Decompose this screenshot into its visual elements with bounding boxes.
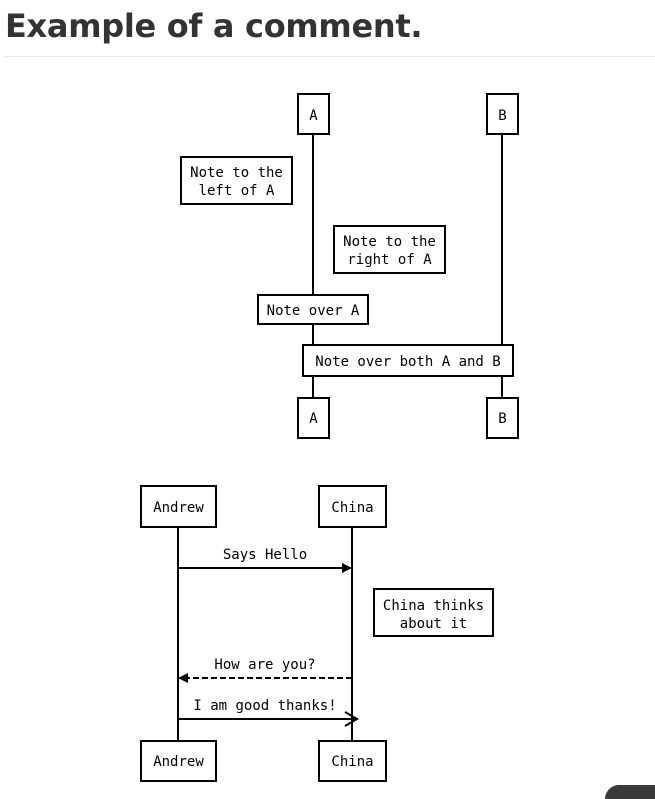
message-says-hello-label: Says Hello <box>223 547 307 563</box>
note-left-of-a: Note to the left of A <box>180 156 293 205</box>
note-china-thinks-line2: about it <box>400 616 467 632</box>
participant-a-bottom-label: A <box>309 411 318 427</box>
participant-andrew-top-label: Andrew <box>153 500 204 516</box>
participant-b-bottom: B <box>486 397 519 439</box>
participant-b-top: B <box>486 93 519 135</box>
participant-china-bottom-label: China <box>331 754 373 770</box>
participant-andrew-top: Andrew <box>140 485 217 528</box>
message-i-am-good-label: I am good thanks! <box>193 698 336 714</box>
note-left-of-a-line1: Note to the <box>190 165 283 181</box>
participant-china-bottom: China <box>318 740 387 782</box>
participant-a-top: A <box>297 93 330 135</box>
note-right-of-a-line2: right of A <box>347 252 432 268</box>
note-china-thinks: China thinks about it <box>373 588 494 637</box>
note-right-of-a: Note to the right of A <box>333 225 446 274</box>
participant-a-bottom: A <box>297 397 330 439</box>
message-i-am-good-arrowhead <box>344 711 359 727</box>
message-says-hello: Says Hello <box>178 547 352 573</box>
note-over-a-line1: Note over A <box>267 303 360 319</box>
note-china-thinks-line1: China thinks <box>383 598 484 614</box>
participant-china-top-label: China <box>331 500 373 516</box>
message-how-are-you-label: How are you? <box>214 657 315 673</box>
diagram-notes-example: A B Note to the left of A Note to the ri… <box>180 93 519 439</box>
participant-b-top-label: B <box>498 108 506 124</box>
participant-china-top: China <box>318 485 387 528</box>
participant-b-bottom-label: B <box>498 411 506 427</box>
note-over-a-and-b: Note over both A and B <box>302 344 514 377</box>
note-right-of-a-line1: Note to the <box>343 234 436 250</box>
note-left-of-a-line2: left of A <box>199 183 275 199</box>
participant-andrew-bottom-label: Andrew <box>153 754 204 770</box>
message-how-are-you: How are you? <box>178 657 352 683</box>
diagram-conversation-example: Andrew China Says Hello China thinks abo… <box>140 485 494 782</box>
note-over-a-and-b-line1: Note over both A and B <box>315 354 500 370</box>
title-divider <box>5 56 655 57</box>
page-title: Example of a comment. <box>5 7 423 45</box>
participant-andrew-bottom: Andrew <box>140 740 217 782</box>
floating-widget-edge[interactable] <box>605 785 655 799</box>
message-i-am-good: I am good thanks! <box>178 698 359 727</box>
note-over-a: Note over A <box>257 294 369 325</box>
participant-a-top-label: A <box>309 108 318 124</box>
